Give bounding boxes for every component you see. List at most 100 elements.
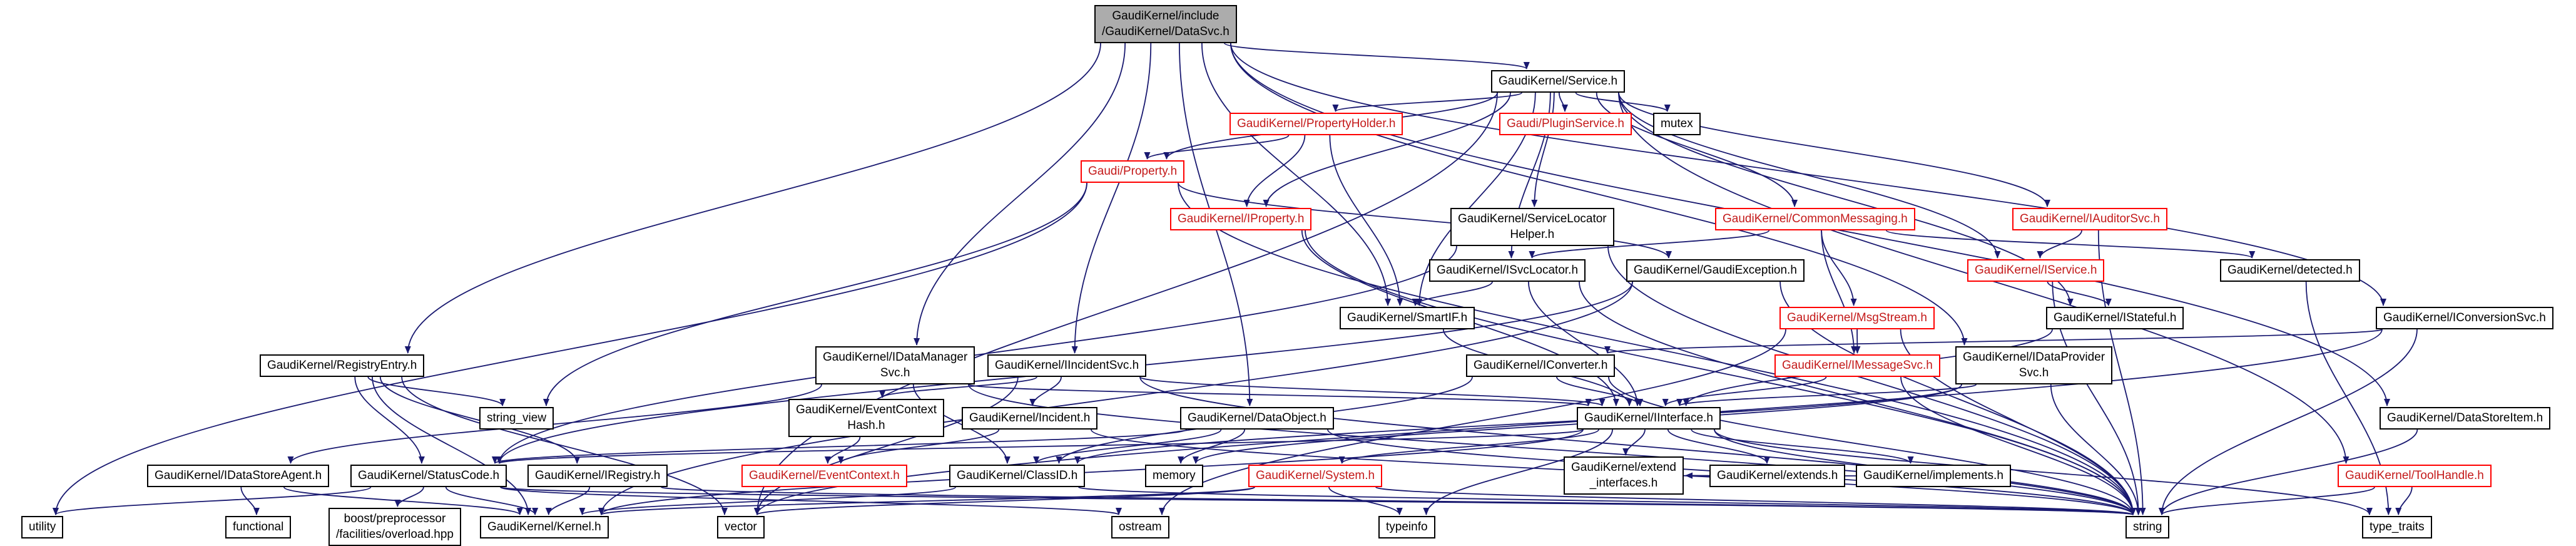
node-mutex[interactable]: mutex xyxy=(1653,113,1701,135)
node-label: GaudiKernel/include xyxy=(1112,9,1219,23)
node-implementsh[interactable]: GaudiKernel/implements.h xyxy=(1856,465,2011,487)
node-pluginservice[interactable]: Gaudi/PluginService.h xyxy=(1499,113,1632,135)
node-label: GaudiKernel/implements.h xyxy=(1863,469,2003,482)
include-edge-dataobject-statuscode xyxy=(492,429,1187,464)
node-label: GaudiKernel/extend xyxy=(1571,461,1676,474)
include-edge-iinterface-typetraits xyxy=(1714,429,2373,515)
node-label: Hash.h xyxy=(847,419,885,432)
node-label: GaudiKernel/extends.h xyxy=(1717,469,1838,482)
include-edge-propertyholder-iproperty xyxy=(1243,135,1306,207)
include-edge-dataobject-memory xyxy=(1178,429,1246,464)
node-label: GaudiKernel/IRegistry.h xyxy=(535,469,661,482)
include-edge-idatamanagersvc-stringn xyxy=(968,384,2136,515)
node-registryentry[interactable]: GaudiKernel/RegistryEntry.h xyxy=(260,354,425,377)
node-commonmessaging[interactable]: GaudiKernel/CommonMessaging.h xyxy=(1715,208,1915,230)
node-typetraits[interactable]: type_traits xyxy=(2362,516,2432,538)
node-gaudiexception[interactable]: GaudiKernel/GaudiException.h xyxy=(1626,259,1805,282)
node-iregistry[interactable]: GaudiKernel/IRegistry.h xyxy=(527,465,668,487)
node-label: string_view xyxy=(487,411,547,425)
include-edge-commonmessaging-detected xyxy=(1885,230,2255,259)
node-iconverter[interactable]: GaudiKernel/IConverter.h xyxy=(1466,354,1616,377)
node-imessagesvc[interactable]: GaudiKernel/IMessageSvc.h xyxy=(1774,354,1940,377)
node-label: GaudiKernel/PropertyHolder.h xyxy=(1237,117,1396,130)
include-edge-imessagesvc-stringn xyxy=(1900,376,2136,515)
node-smartif[interactable]: GaudiKernel/SmartIF.h xyxy=(1340,307,1475,329)
node-typeinfo[interactable]: typeinfo xyxy=(1378,516,1435,538)
node-stringview[interactable]: string_view xyxy=(479,407,554,430)
node-iconversionsvc[interactable]: GaudiKernel/IConversionSvc.h xyxy=(2376,307,2553,329)
include-edge-property-utility xyxy=(53,182,1087,515)
node-label: GaudiKernel/ClassID.h xyxy=(957,469,1078,482)
node-system[interactable]: GaudiKernel/System.h xyxy=(1248,465,1383,487)
node-dataobject[interactable]: GaudiKernel/DataObject.h xyxy=(1180,407,1334,430)
node-stringn[interactable]: string xyxy=(2125,516,2170,538)
include-edge-iincidentsvc-iinterface xyxy=(1139,376,1606,406)
node-toolhandle[interactable]: GaudiKernel/ToolHandle.h xyxy=(2338,465,2492,487)
node-label: GaudiKernel/CommonMessaging.h xyxy=(1723,212,1908,225)
include-edge-idataprovidersvc-iinterface xyxy=(1676,384,1977,406)
node-extends[interactable]: GaudiKernel/extends.h xyxy=(1709,465,1846,487)
node-detected[interactable]: GaudiKernel/detected.h xyxy=(2220,259,2360,282)
include-edge-idatamanagersvc-iinterface xyxy=(968,384,1591,406)
include-edge-root-smartif xyxy=(1201,43,1392,306)
node-label: GaudiKernel/IInterface.h xyxy=(1584,411,1713,425)
node-propertyholder[interactable]: GaudiKernel/PropertyHolder.h xyxy=(1229,113,1403,135)
include-edge-iinterface-extends xyxy=(1667,429,1770,464)
include-edge-service-propertyholder xyxy=(1332,92,1522,112)
node-label: utility xyxy=(29,520,56,533)
node-label: GaudiKernel/ISvcLocator.h xyxy=(1437,264,1579,277)
node-label: GaudiKernel/detected.h xyxy=(2227,264,2353,277)
node-classid[interactable]: GaudiKernel/ClassID.h xyxy=(949,465,1086,487)
node-root[interactable]: GaudiKernel/include/GaudiKernel/DataSvc.… xyxy=(1094,5,1237,43)
include-edge-incident-eventcontext xyxy=(837,429,1000,464)
include-edge-slhelper-stringn xyxy=(1607,245,2136,515)
node-extendinterfaces[interactable]: GaudiKernel/extend_interfaces.h xyxy=(1564,456,1684,495)
node-functional[interactable]: functional xyxy=(225,516,292,538)
node-label: GaudiKernel/GaudiException.h xyxy=(1634,264,1797,277)
include-edge-statuscode-utility xyxy=(53,487,372,515)
node-incident[interactable]: GaudiKernel/Incident.h xyxy=(962,407,1098,430)
include-edge-registryentry-statuscode xyxy=(354,376,425,464)
node-datastoreitem[interactable]: GaudiKernel/DataStoreItem.h xyxy=(2380,407,2551,430)
node-property[interactable]: Gaudi/Property.h xyxy=(1081,160,1185,183)
node-label: Svc.h xyxy=(880,366,910,379)
node-service[interactable]: GaudiKernel/Service.h xyxy=(1491,70,1626,93)
node-iinterface[interactable]: GaudiKernel/IInterface.h xyxy=(1577,407,1721,430)
node-ostream[interactable]: ostream xyxy=(1111,516,1169,538)
node-memory[interactable]: memory xyxy=(1145,465,1203,487)
node-statuscode[interactable]: GaudiKernel/StatusCode.h xyxy=(350,465,507,487)
node-label: /facilities/overload.hpp xyxy=(336,528,454,541)
node-iservice[interactable]: GaudiKernel/IService.h xyxy=(1967,259,2105,282)
node-iincidentsvc[interactable]: GaudiKernel/IIncidentSvc.h xyxy=(987,354,1147,377)
node-kernel[interactable]: GaudiKernel/Kernel.h xyxy=(480,516,609,538)
node-utility[interactable]: utility xyxy=(21,516,64,538)
include-edge-isvclocator-iinterface xyxy=(1528,281,1641,406)
include-edge-commonmessaging-imessagesvc xyxy=(1821,230,1858,354)
node-label: functional xyxy=(233,520,284,533)
node-boost[interactable]: boost/preprocessor/facilities/overload.h… xyxy=(328,508,461,546)
node-label: boost/preprocessor xyxy=(344,512,446,525)
include-edge-service-commonmessaging xyxy=(1596,92,1798,207)
node-isvclocator[interactable]: GaudiKernel/ISvcLocator.h xyxy=(1429,259,1586,282)
node-label: ostream xyxy=(1119,520,1162,533)
include-edge-iinterface-system xyxy=(1338,429,1599,464)
node-eventcontext[interactable]: GaudiKernel/EventContext.h xyxy=(741,465,907,487)
node-iproperty[interactable]: GaudiKernel/IProperty.h xyxy=(1170,208,1312,230)
include-edge-toolhandle-stringn xyxy=(2159,487,2375,515)
include-edge-iregistry-kernel xyxy=(545,487,591,515)
node-idatastoreagent[interactable]: GaudiKernel/IDataStoreAgent.h xyxy=(147,465,330,487)
include-edge-system-typeinfo xyxy=(1328,487,1403,515)
node-vector[interactable]: vector xyxy=(717,516,765,538)
node-label: GaudiKernel/IAuditorSvc.h xyxy=(2020,212,2160,225)
include-edge-iincidentsvc-eventcontexthash xyxy=(879,376,1037,398)
node-iauditorsvc[interactable]: GaudiKernel/IAuditorSvc.h xyxy=(2012,208,2167,230)
node-istateful[interactable]: GaudiKernel/IStateful.h xyxy=(2046,307,2184,329)
include-edge-idataprovidersvc-classid xyxy=(1074,384,1962,464)
include-edge-service-slhelper xyxy=(1531,92,1555,207)
include-edge-slhelper-statuscode xyxy=(496,245,1457,464)
node-msgstream[interactable]: GaudiKernel/MsgStream.h xyxy=(1779,307,1935,329)
